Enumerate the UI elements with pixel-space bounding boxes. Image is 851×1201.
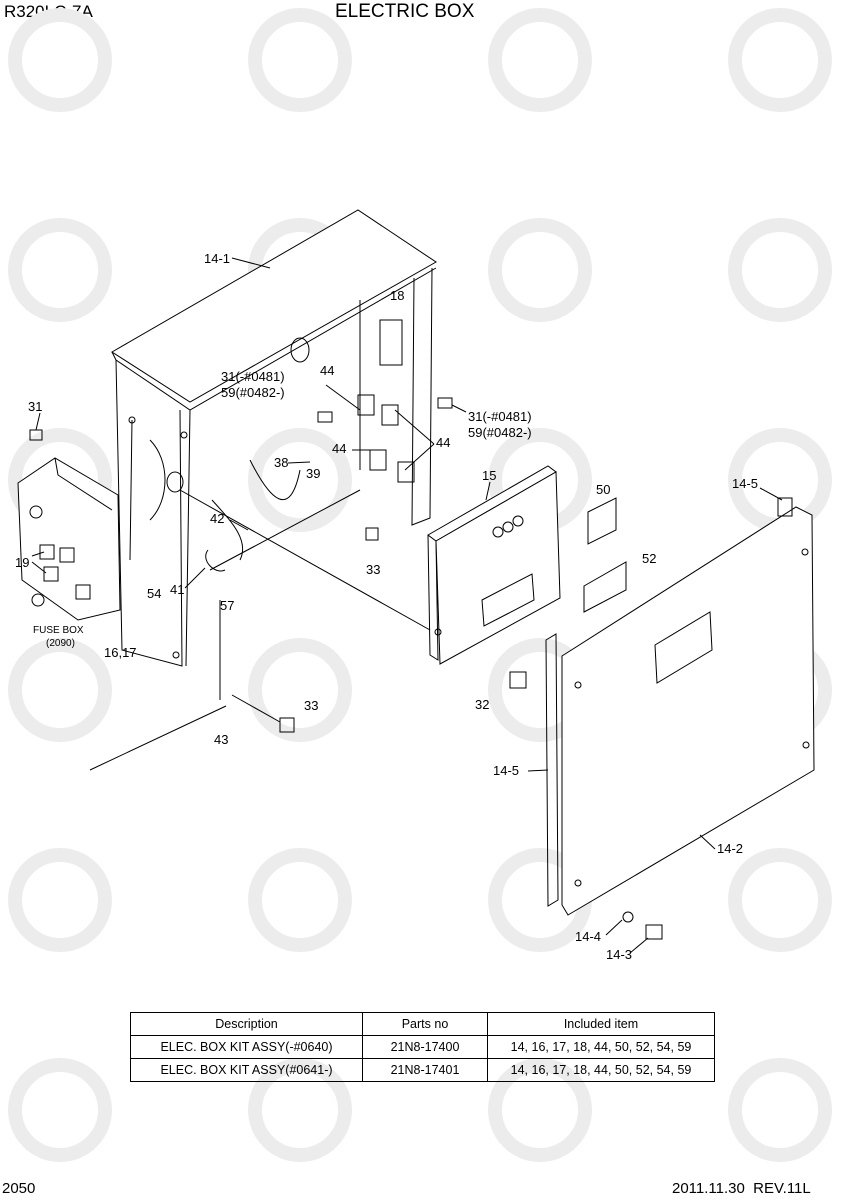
- callout-14-5b: 14-5: [493, 763, 519, 778]
- callout-33a: 33: [366, 562, 380, 577]
- callout-14-5a: 14-5: [732, 476, 758, 491]
- relays-44: [357, 394, 415, 483]
- cell-description: ELEC. BOX KIT ASSY(-#0640): [130, 1035, 363, 1059]
- relay-18: [379, 319, 403, 366]
- callout-59b: 59(#0482-): [468, 425, 532, 440]
- callout-33b: 33: [304, 698, 318, 713]
- fuse-box-label: FUSE BOX: [33, 625, 84, 636]
- label-50: [587, 497, 617, 545]
- callout-57: 57: [220, 598, 234, 613]
- cell-parts-no: 21N8-17401: [362, 1058, 488, 1082]
- callout-15: 15: [482, 468, 496, 483]
- callout-32: 32: [475, 697, 489, 712]
- callout-44b: 44: [332, 441, 346, 456]
- parts-kit-table: Description Parts no Included item ELEC.…: [130, 1012, 715, 1082]
- callout-38: 38: [274, 455, 288, 470]
- fuse-box: [17, 457, 121, 621]
- cell-included-item: 14, 16, 17, 18, 44, 50, 52, 54, 59: [487, 1035, 715, 1059]
- table-row: ELEC. BOX KIT ASSY(#0641-) 21N8-17401 14…: [130, 1058, 715, 1082]
- callout-19: 19: [15, 555, 29, 570]
- callout-42: 42: [210, 511, 224, 526]
- callout-59a: 59(#0482-): [221, 385, 285, 400]
- callout-14-3: 14-3: [606, 947, 632, 962]
- callout-31a: 31(-#0481): [221, 369, 285, 384]
- callout-31b: 31(-#0481): [468, 409, 532, 424]
- col-included-item: Included item: [487, 1012, 715, 1036]
- leader-lines: [31, 257, 783, 954]
- callout-16-17: 16,17: [104, 645, 137, 660]
- callout-44c: 44: [436, 435, 450, 450]
- cover-14-2: [545, 497, 815, 916]
- callout-14-1: 14-1: [204, 251, 230, 266]
- cell-parts-no: 21N8-17400: [362, 1035, 488, 1059]
- callout-43: 43: [214, 732, 228, 747]
- revision-info: 2011.11.30 REV.11L: [672, 1180, 811, 1197]
- col-parts-no: Parts no: [362, 1012, 488, 1036]
- table-header-row: Description Parts no Included item: [130, 1012, 715, 1036]
- callout-54: 54: [147, 586, 161, 601]
- cell-description: ELEC. BOX KIT ASSY(#0641-): [130, 1058, 363, 1082]
- table-row: ELEC. BOX KIT ASSY(-#0640) 21N8-17400 14…: [130, 1035, 715, 1059]
- fuse-box-ref: (2090): [46, 638, 75, 649]
- bolts: [29, 397, 663, 940]
- cell-included-item: 14, 16, 17, 18, 44, 50, 52, 54, 59: [487, 1058, 715, 1082]
- callout-41: 41: [170, 582, 184, 597]
- label-52: [583, 561, 627, 613]
- callout-44a: 44: [320, 363, 334, 378]
- electric-box-frame: [111, 209, 437, 667]
- control-unit-15: [427, 465, 561, 665]
- callout-labels: 14-1 18 31(-#0481) 59(#0482-) 44 31 31(-…: [15, 251, 758, 962]
- col-description: Description: [130, 1012, 363, 1036]
- callout-50: 50: [596, 482, 610, 497]
- page-title: ELECTRIC BOX: [335, 1, 475, 22]
- callout-39: 39: [306, 466, 320, 481]
- callout-52: 52: [642, 551, 656, 566]
- callout-14-2: 14-2: [717, 841, 743, 856]
- callout-18: 18: [390, 288, 404, 303]
- page-number: 2050: [2, 1180, 36, 1197]
- callout-31: 31: [28, 399, 42, 414]
- callout-14-4: 14-4: [575, 929, 601, 944]
